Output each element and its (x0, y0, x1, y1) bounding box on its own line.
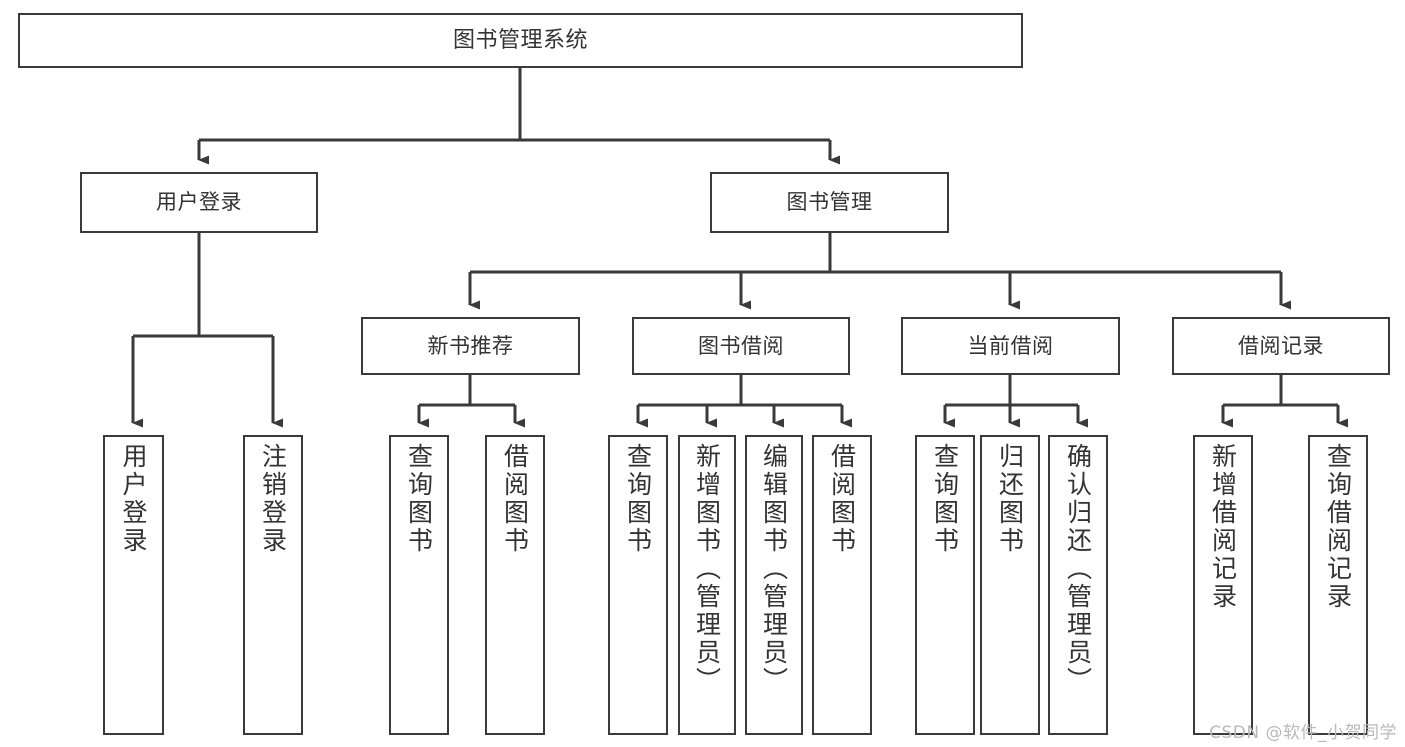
node-leaf-borrow-book-1[interactable]: 借阅图书 (485, 435, 545, 735)
node-borrow-record-label: 借阅记录 (1238, 333, 1324, 358)
node-root[interactable]: 图书管理系统 (18, 13, 1023, 68)
node-leaf-user-login-label: 用户登录 (119, 443, 148, 555)
node-leaf-add-book[interactable]: 新增图书（管理员） (678, 435, 736, 735)
node-leaf-borrow-book-2-label: 借阅图书 (827, 443, 857, 555)
node-leaf-query-book-2-label: 查询图书 (623, 443, 653, 555)
node-leaf-return-book-label: 归还图书 (995, 443, 1025, 555)
node-leaf-edit-book[interactable]: 编辑图书（管理员） (745, 435, 803, 735)
node-leaf-borrow-book-2[interactable]: 借阅图书 (812, 435, 872, 735)
node-leaf-add-record[interactable]: 新增借阅记录 (1193, 435, 1253, 735)
node-new-book-rec[interactable]: 新书推荐 (361, 317, 580, 375)
node-book-manage[interactable]: 图书管理 (710, 172, 949, 233)
node-leaf-query-book-1-label: 查询图书 (404, 443, 434, 555)
node-leaf-user-logout-label: 注销登录 (258, 443, 288, 555)
node-borrow-record[interactable]: 借阅记录 (1172, 317, 1390, 375)
node-leaf-confirm-return[interactable]: 确认归还（管理员） (1048, 435, 1108, 735)
node-book-manage-label: 图书管理 (786, 190, 873, 215)
node-leaf-query-book-1[interactable]: 查询图书 (389, 435, 449, 735)
node-user-login-label: 用户登录 (156, 190, 242, 215)
node-user-login[interactable]: 用户登录 (80, 172, 318, 233)
node-leaf-return-book[interactable]: 归还图书 (980, 435, 1040, 735)
node-leaf-query-book-3-label: 查询图书 (930, 443, 960, 555)
node-leaf-borrow-book-1-label: 借阅图书 (500, 443, 530, 555)
node-leaf-add-book-label: 新增图书（管理员） (692, 443, 722, 695)
node-leaf-user-login[interactable]: 用户登录 (103, 435, 164, 735)
node-leaf-confirm-return-label: 确认归还（管理员） (1063, 443, 1093, 695)
node-leaf-user-logout[interactable]: 注销登录 (243, 435, 303, 735)
node-current-borrow[interactable]: 当前借阅 (901, 317, 1120, 375)
node-root-label: 图书管理系统 (452, 27, 588, 53)
node-leaf-query-record[interactable]: 查询借阅记录 (1308, 435, 1368, 735)
node-leaf-edit-book-label: 编辑图书（管理员） (759, 443, 789, 695)
node-current-borrow-label: 当前借阅 (967, 333, 1054, 358)
node-book-borrow[interactable]: 图书借阅 (632, 317, 850, 375)
node-leaf-query-book-3[interactable]: 查询图书 (915, 435, 975, 735)
watermark-text: CSDN @软件_小贺同学 (1209, 723, 1397, 743)
node-leaf-query-record-label: 查询借阅记录 (1323, 443, 1353, 611)
node-leaf-query-book-2[interactable]: 查询图书 (608, 435, 668, 735)
node-book-borrow-label: 图书借阅 (698, 333, 784, 358)
node-leaf-add-record-label: 新增借阅记录 (1208, 443, 1238, 611)
node-new-book-rec-label: 新书推荐 (427, 333, 514, 358)
